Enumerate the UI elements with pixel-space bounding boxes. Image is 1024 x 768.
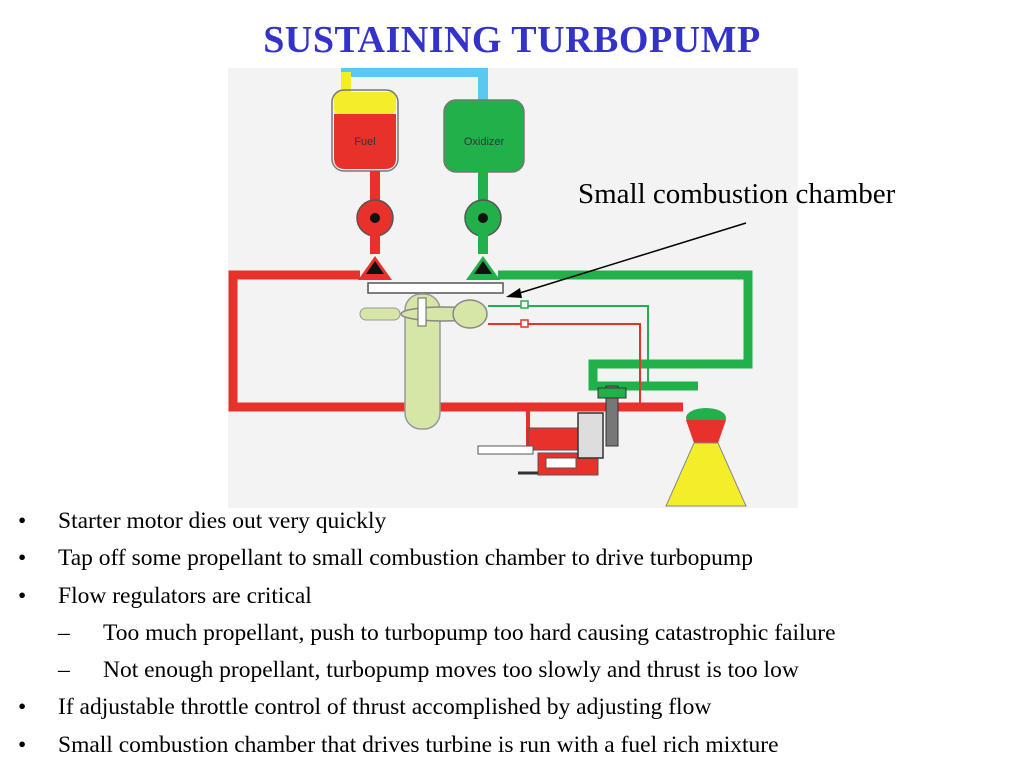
sub-bullet-item: –Too much propellant, push to turbopump … [58,619,836,646]
bullet-item: •Small combustion chamber that drives tu… [18,731,779,758]
fuel-tapoff-line [488,323,641,403]
oxidizer-tapoff-line [488,305,649,384]
oxidizer-tank-label: Oxidizer [464,136,505,148]
turbine-assembly [359,293,488,430]
bullet-item: •Starter motor dies out very quickly [18,508,387,534]
sub-bullet-item: –Not enough propellant, turbopump moves … [58,657,799,684]
fuel-main-line [228,270,683,412]
fuel-tank: Fuel [331,89,399,172]
engine-nozzle [665,408,747,507]
turbopump-diagram: Fuel Oxidizer [228,68,798,508]
flow-regulators [477,385,627,476]
fuel-pump [356,199,394,280]
callout-arrow [509,222,747,297]
bullet-item: •Tap off some propellant to small combus… [18,545,753,572]
small-combustion-chamber [452,299,488,329]
bullet-item: •Flow regulators are critical [18,582,312,609]
bullet-list: •Starter motor dies out very quickly •Ta… [18,503,1018,764]
callout-label: Small combustion chamber [578,178,896,210]
bullet-item: •If adjustable throttle control of thrus… [18,694,712,721]
fuel-tank-label: Fuel [354,136,375,148]
oxidizer-tank: Oxidizer [443,99,525,173]
oxidizer-pump [464,199,502,280]
slide-title: SUSTAINING TURBOPUMP [263,19,761,61]
